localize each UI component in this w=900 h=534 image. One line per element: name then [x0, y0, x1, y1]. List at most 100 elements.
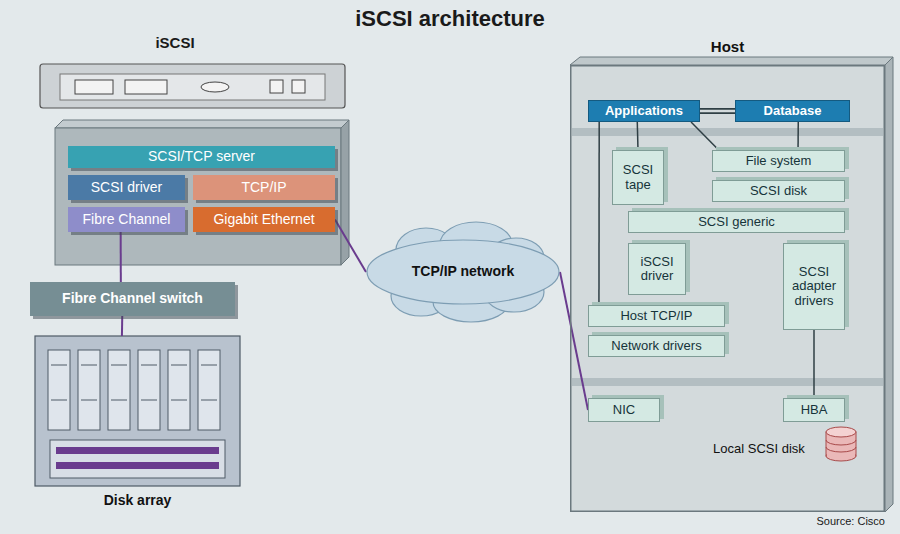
drive-bay	[48, 350, 70, 430]
node-text: TCP/IP	[241, 180, 286, 195]
drive-bay-line	[51, 365, 67, 366]
connector-line	[797, 122, 799, 150]
router-panel	[60, 74, 325, 100]
node-text: SCSI driver	[91, 180, 163, 195]
drive-bay-line	[141, 365, 157, 366]
disk-array-panel	[50, 440, 225, 478]
drive-bay	[168, 350, 190, 430]
drive-bay-line	[111, 400, 127, 401]
drive-bay-line	[201, 365, 217, 366]
enclosure-top	[55, 120, 349, 128]
drive-bays	[48, 350, 220, 430]
connector-group	[560, 272, 588, 410]
node-text: File system	[746, 154, 812, 168]
connector-group	[598, 122, 599, 305]
disk-icon-platters	[826, 440, 856, 452]
router-chassis	[40, 64, 345, 108]
node-text: iSCSI driver	[632, 255, 682, 284]
connector-line	[121, 316, 123, 336]
node-text: Database	[764, 104, 822, 118]
drive-bay	[78, 350, 100, 430]
drive-bay-line	[51, 400, 67, 401]
connector-group	[120, 232, 121, 282]
node-text: Gigabit Ethernet	[213, 212, 314, 227]
drive-bay-line	[141, 400, 157, 401]
software-box: File system	[712, 150, 845, 172]
host-cabinet: HostApplicationsDatabaseSCSI tapeFile sy…	[570, 65, 885, 512]
device-heading: iSCSI	[100, 34, 250, 51]
disk-array-bar	[56, 462, 219, 469]
connector-line	[335, 220, 366, 273]
interface-layer: Gigabit Ethernet	[193, 207, 335, 232]
disk-icon-top	[826, 427, 856, 437]
disk-array: Disk array	[35, 336, 240, 508]
node-text: HBA	[801, 403, 828, 417]
connector-group	[335, 220, 366, 273]
server-layer: SCSI/TCP server	[68, 146, 335, 168]
interface-layer: Fibre Channel	[68, 207, 185, 232]
connector-line	[813, 330, 815, 398]
software-box: Host TCP/IP	[588, 305, 725, 327]
router-connector	[201, 82, 229, 92]
software-box: iSCSI driver	[628, 243, 686, 295]
connector-group	[691, 122, 719, 150]
node-text: Host TCP/IP	[620, 309, 692, 323]
node-text: Fibre Channel switch	[62, 291, 203, 306]
software-box: SCSI generic	[628, 211, 845, 233]
router-port	[270, 80, 283, 93]
router-port	[125, 80, 167, 94]
hardware-box: NIC	[588, 398, 660, 422]
double-connector-gap	[700, 110, 735, 113]
host-cabinet	[570, 65, 885, 512]
protocol-layer: TCP/IP	[193, 175, 335, 200]
drive-bay-line	[111, 365, 127, 366]
cloud-fill	[371, 242, 555, 302]
software-box: SCSI adapter drivers	[783, 243, 845, 330]
source-note: Source: Cisco	[760, 515, 885, 527]
disk-array-cabinet	[35, 336, 240, 486]
router-port	[75, 80, 113, 94]
software-box: SCSI disk	[712, 180, 845, 202]
node-text: Network drivers	[611, 339, 701, 353]
host-shelf	[572, 128, 883, 136]
node-text: NIC	[613, 403, 635, 417]
node-text: SCSI adapter drivers	[787, 265, 841, 308]
connector-group	[121, 316, 122, 336]
connector-group	[637, 122, 639, 150]
application-box: Applications	[588, 100, 700, 122]
disk-label-box: Local SCSI disk	[700, 438, 818, 460]
switch-box: Fibre Channel switch	[30, 282, 235, 316]
drive-bay-line	[81, 365, 97, 366]
node-text: Fibre Channel	[83, 212, 171, 227]
host-cabinet-side	[885, 57, 893, 512]
connector-line	[120, 232, 122, 282]
connector-line	[560, 272, 588, 410]
drive-bay-line	[171, 400, 187, 401]
hardware-box: HBA	[783, 398, 845, 422]
connector-line	[637, 122, 639, 150]
node-text: SCSI generic	[698, 215, 775, 229]
connector-line	[691, 122, 719, 150]
drive-bay	[138, 350, 160, 430]
connector-line	[598, 122, 600, 305]
node-text: SCSI/TCP server	[148, 149, 255, 164]
host-cabinet-top	[570, 57, 893, 65]
drive-bay	[108, 350, 130, 430]
diagram-title: iSCSI architecture	[0, 6, 900, 32]
connector-group	[700, 111, 735, 112]
drive-bay-line	[81, 400, 97, 401]
node-text: Host	[570, 39, 885, 56]
drive-bay	[198, 350, 220, 430]
node-text: SCSI disk	[750, 184, 807, 198]
enclosure-side	[341, 120, 349, 265]
double-connector	[700, 108, 735, 114]
drive-bay-line	[171, 365, 187, 366]
disk-array-bar	[56, 447, 219, 454]
connector-group	[814, 330, 815, 398]
server-enclosure	[55, 128, 341, 265]
node-text: Disk array	[104, 493, 172, 508]
software-box: Network drivers	[588, 335, 725, 357]
node-text: Local SCSI disk	[713, 442, 805, 456]
cloud-body	[367, 240, 559, 304]
drive-bay-line	[201, 400, 217, 401]
